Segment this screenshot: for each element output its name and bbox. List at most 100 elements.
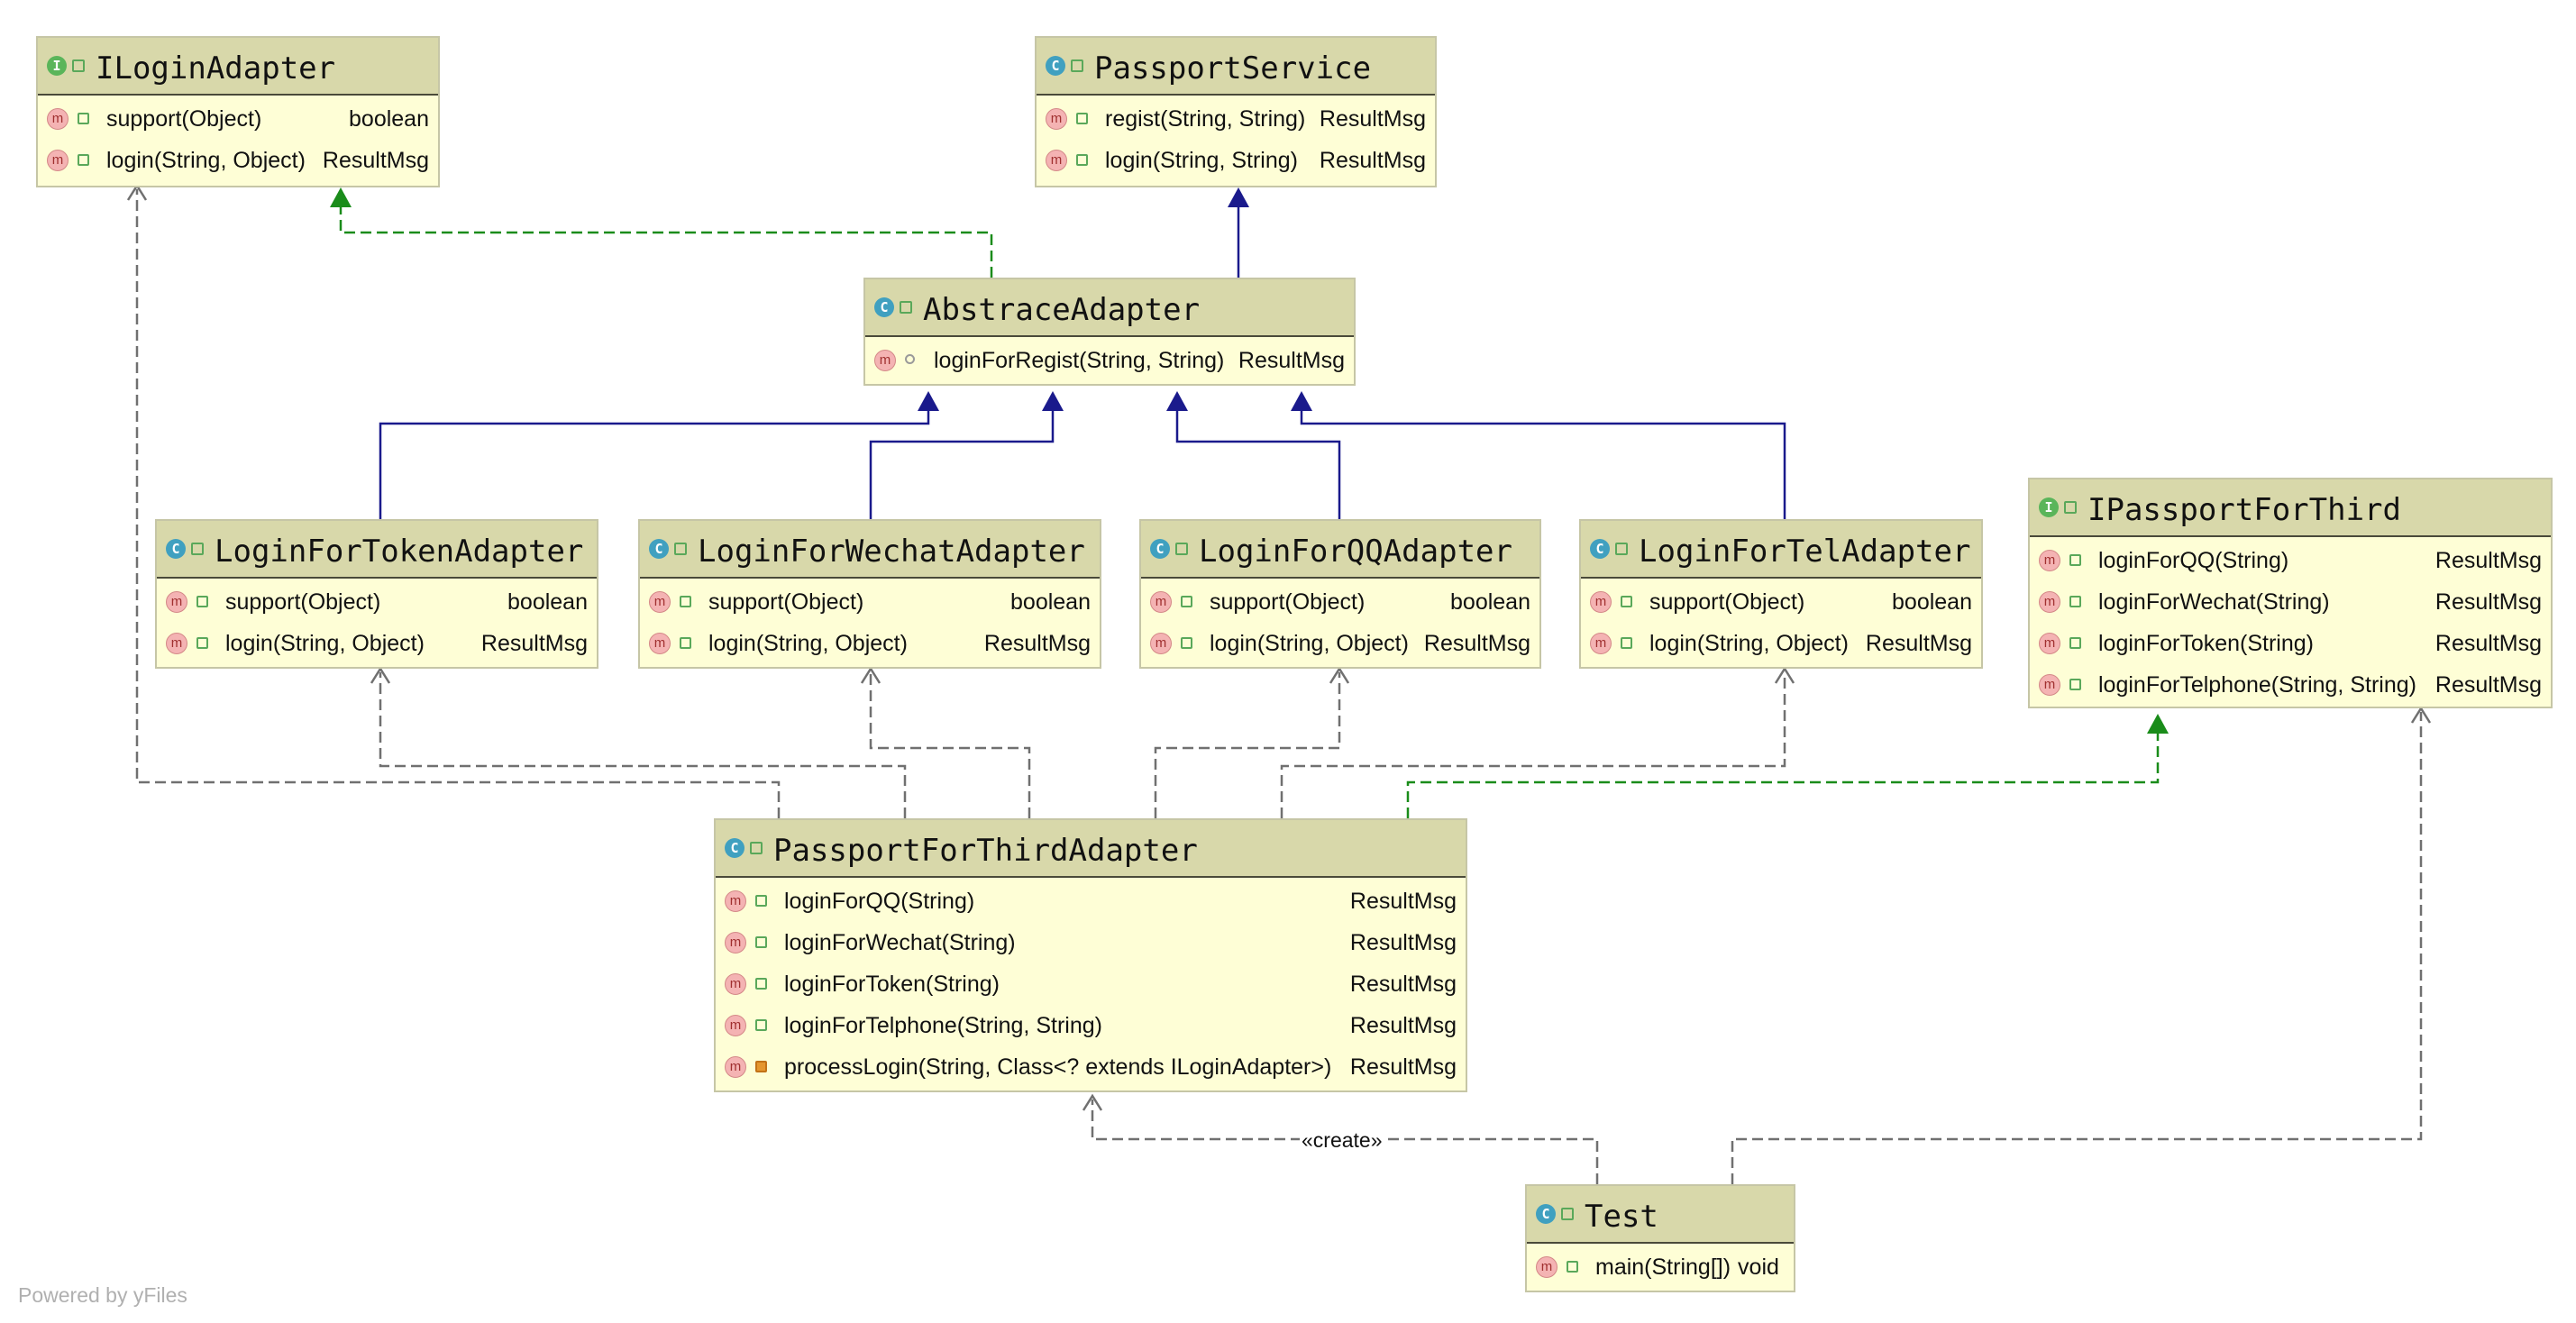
arrowhead-dependency-teladapter bbox=[1774, 666, 1795, 684]
class-header: I IPassportForThird bbox=[2030, 479, 2551, 537]
method-icon: m bbox=[1590, 591, 1612, 613]
method-icon: m bbox=[1150, 633, 1172, 654]
class-header: C LoginForTokenAdapter bbox=[157, 521, 597, 579]
method-icon: m bbox=[649, 591, 671, 613]
edge-qqadapter-extends-abstrace bbox=[1175, 402, 1341, 519]
edge-test-uses-ipassportforthird bbox=[1731, 712, 2423, 1184]
interface-icon: I bbox=[47, 56, 67, 76]
class-name: Test bbox=[1585, 1199, 1658, 1235]
method-icon: m bbox=[1046, 150, 1067, 171]
method-return-type: ResultMsg bbox=[1238, 348, 1345, 373]
public-lock-icon bbox=[755, 936, 767, 948]
method-icon: m bbox=[166, 591, 187, 613]
method-icon: m bbox=[725, 1056, 746, 1078]
class-icon: C bbox=[1150, 539, 1170, 559]
public-lock-icon bbox=[755, 1019, 767, 1031]
method-return-type: ResultMsg bbox=[1349, 1054, 1457, 1080]
public-lock-icon bbox=[2069, 637, 2081, 649]
method-signature: support(Object) bbox=[106, 106, 262, 132]
method-signature: login(String, Object) bbox=[708, 631, 908, 656]
method-signature: login(String, String) bbox=[1105, 148, 1298, 173]
method-signature: loginForWechat(String) bbox=[784, 930, 1016, 955]
public-visibility-icon bbox=[1175, 543, 1188, 555]
method-return-type: ResultMsg bbox=[1349, 972, 1457, 997]
method-return-type: ResultMsg bbox=[983, 631, 1091, 656]
edge-p4tadapter-realizes-ipassportforthird bbox=[1406, 725, 2160, 818]
public-visibility-icon bbox=[191, 543, 204, 555]
public-lock-icon bbox=[78, 154, 89, 166]
method-icon: m bbox=[1150, 591, 1172, 613]
class-name: ILoginAdapter bbox=[96, 50, 336, 87]
public-lock-icon bbox=[2069, 596, 2081, 607]
method-icon: m bbox=[2039, 633, 2060, 654]
method-return-type: ResultMsg bbox=[2434, 589, 2542, 615]
public-lock-icon bbox=[196, 596, 208, 607]
method-signature: login(String, Object) bbox=[225, 631, 425, 656]
public-lock-icon bbox=[1567, 1261, 1578, 1273]
edge-p4tadapter-uses-teladapter bbox=[1280, 672, 1786, 818]
method-signature: support(Object) bbox=[1210, 589, 1366, 615]
public-lock-icon bbox=[680, 596, 691, 607]
abstract-class-icon: C bbox=[874, 297, 894, 317]
method-row[interactable]: m login(String, Object) ResultMsg bbox=[640, 623, 1100, 664]
arrowhead-generalization-abstrace-4 bbox=[1291, 391, 1312, 411]
class-name: AbstraceAdapter bbox=[923, 292, 1201, 328]
method-return-type: void bbox=[1738, 1255, 1779, 1280]
public-lock-icon bbox=[1076, 113, 1088, 124]
class-name: PassportService bbox=[1094, 50, 1372, 87]
public-lock-icon bbox=[1181, 596, 1192, 607]
class-icon: C bbox=[649, 539, 669, 559]
method-return-type: ResultMsg bbox=[1349, 889, 1457, 914]
method-return-type: ResultMsg bbox=[1423, 631, 1530, 656]
edge-abstrace-realizes-iloginadapter bbox=[339, 196, 993, 278]
class-icon: C bbox=[725, 838, 744, 858]
method-signature: loginForTelphone(String, String) bbox=[784, 1013, 1102, 1038]
method-signature: login(String, Object) bbox=[1649, 631, 1849, 656]
public-visibility-icon bbox=[1561, 1208, 1574, 1220]
public-visibility-icon bbox=[1615, 543, 1628, 555]
public-lock-icon bbox=[1621, 637, 1632, 649]
method-icon: m bbox=[649, 633, 671, 654]
method-return-type: ResultMsg bbox=[2434, 672, 2542, 698]
method-row[interactable]: m login(String, Object) ResultMsg bbox=[1141, 623, 1539, 664]
method-return-type: ResultMsg bbox=[480, 631, 588, 656]
method-return-type: ResultMsg bbox=[2434, 631, 2542, 656]
method-signature: login(String, Object) bbox=[1210, 631, 1409, 656]
class-header: C PassportService bbox=[1037, 38, 1435, 96]
method-signature: main(String[])void bbox=[1595, 1255, 1779, 1280]
method-icon: m bbox=[725, 1015, 746, 1036]
class-name: IPassportForThird bbox=[2087, 492, 2401, 528]
method-signature: login(String, Object) bbox=[106, 148, 306, 173]
